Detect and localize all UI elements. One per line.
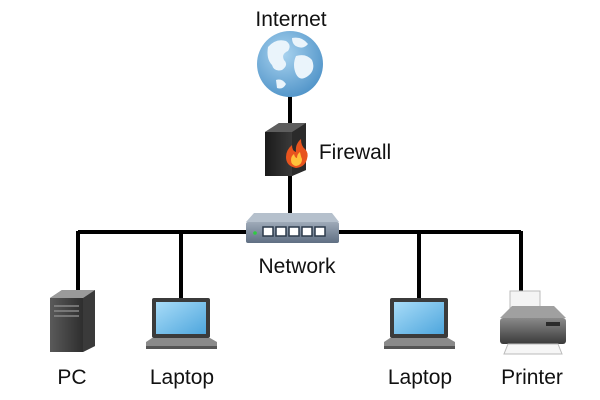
laptop-icon: [384, 298, 455, 349]
node-label-printer: Printer: [501, 366, 563, 389]
node-label-laptop-right: Laptop: [387, 366, 453, 389]
node-label-firewall: Firewall: [318, 141, 392, 164]
node-label-internet: Internet: [255, 8, 327, 31]
node-label-pc: PC: [57, 366, 87, 389]
network-switch-icon: [246, 213, 339, 243]
node-label-laptop-left: Laptop: [149, 366, 215, 389]
laptop-icon: [146, 298, 217, 349]
firewall-icon: [265, 123, 308, 176]
desktop-tower-icon: [50, 290, 95, 352]
node-label-network: Network: [258, 255, 336, 278]
globe-icon: [257, 31, 323, 97]
printer-icon: [500, 290, 566, 355]
